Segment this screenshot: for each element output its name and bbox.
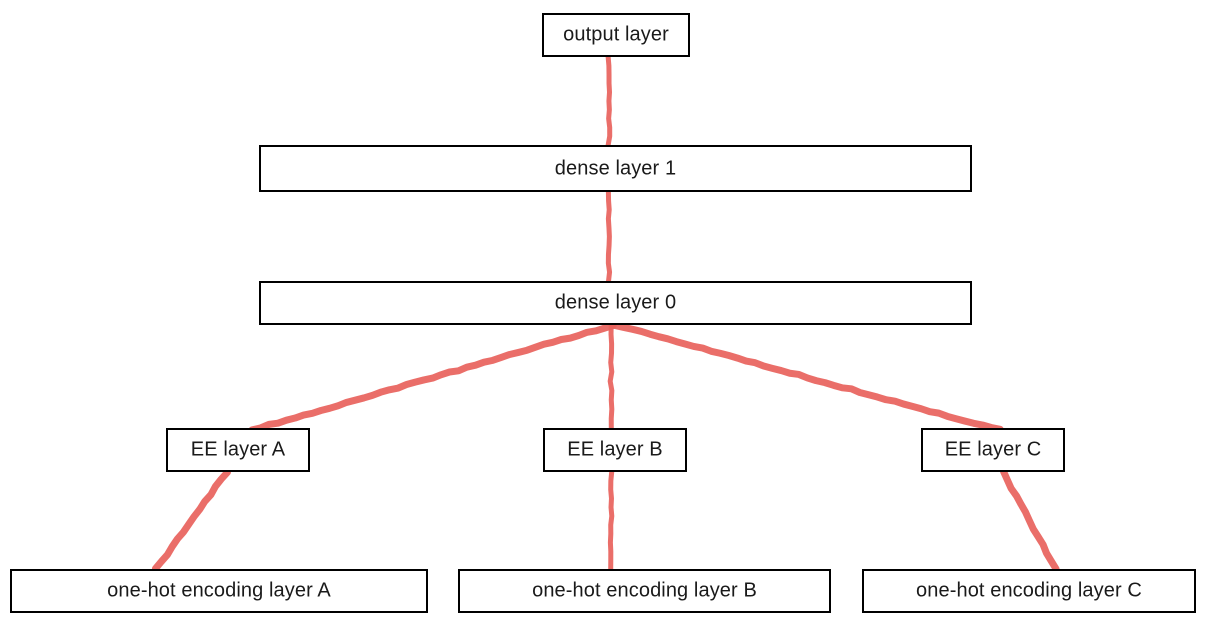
node-onehot-encoding-layer-b-label: one-hot encoding layer B	[532, 579, 757, 602]
node-onehot-encoding-layer-b[interactable]: one-hot encoding layer B	[458, 569, 831, 613]
edge-dense0-to-dense1	[605, 189, 613, 284]
node-ee-layer-b[interactable]: EE layer B	[543, 428, 687, 472]
edge-ee-a-to-dense0	[248, 321, 617, 434]
node-ee-layer-a-label: EE layer A	[190, 438, 286, 461]
node-ee-layer-b-label: EE layer B	[567, 438, 663, 461]
node-onehot-encoding-layer-a-label: one-hot encoding layer A	[107, 579, 331, 602]
node-dense-layer-0-label: dense layer 0	[554, 291, 677, 314]
node-output-layer[interactable]: output layer	[542, 13, 690, 57]
node-output-layer-label: output layer	[563, 23, 669, 46]
node-dense-layer-0[interactable]: dense layer 0	[259, 281, 972, 325]
node-onehot-encoding-layer-a[interactable]: one-hot encoding layer A	[10, 569, 428, 613]
node-ee-layer-c[interactable]: EE layer C	[921, 428, 1065, 472]
node-ee-layer-c-label: EE layer C	[944, 438, 1042, 461]
edge-onehot-c-to-ee-c	[1000, 468, 1060, 573]
edge-onehot-b-to-ee-b	[607, 469, 615, 572]
edge-dense1-to-output	[605, 54, 613, 148]
edge-ee-c-to-dense0	[611, 321, 1004, 433]
node-dense-layer-1[interactable]: dense layer 1	[259, 145, 972, 192]
node-onehot-encoding-layer-c-label: one-hot encoding layer C	[916, 579, 1142, 602]
node-dense-layer-1-label: dense layer 1	[554, 157, 677, 179]
node-onehot-encoding-layer-c[interactable]: one-hot encoding layer C	[862, 569, 1196, 613]
edge-ee-b-to-dense0	[607, 322, 615, 431]
node-ee-layer-a[interactable]: EE layer A	[166, 428, 310, 472]
edge-onehot-a-to-ee-a	[151, 468, 231, 573]
